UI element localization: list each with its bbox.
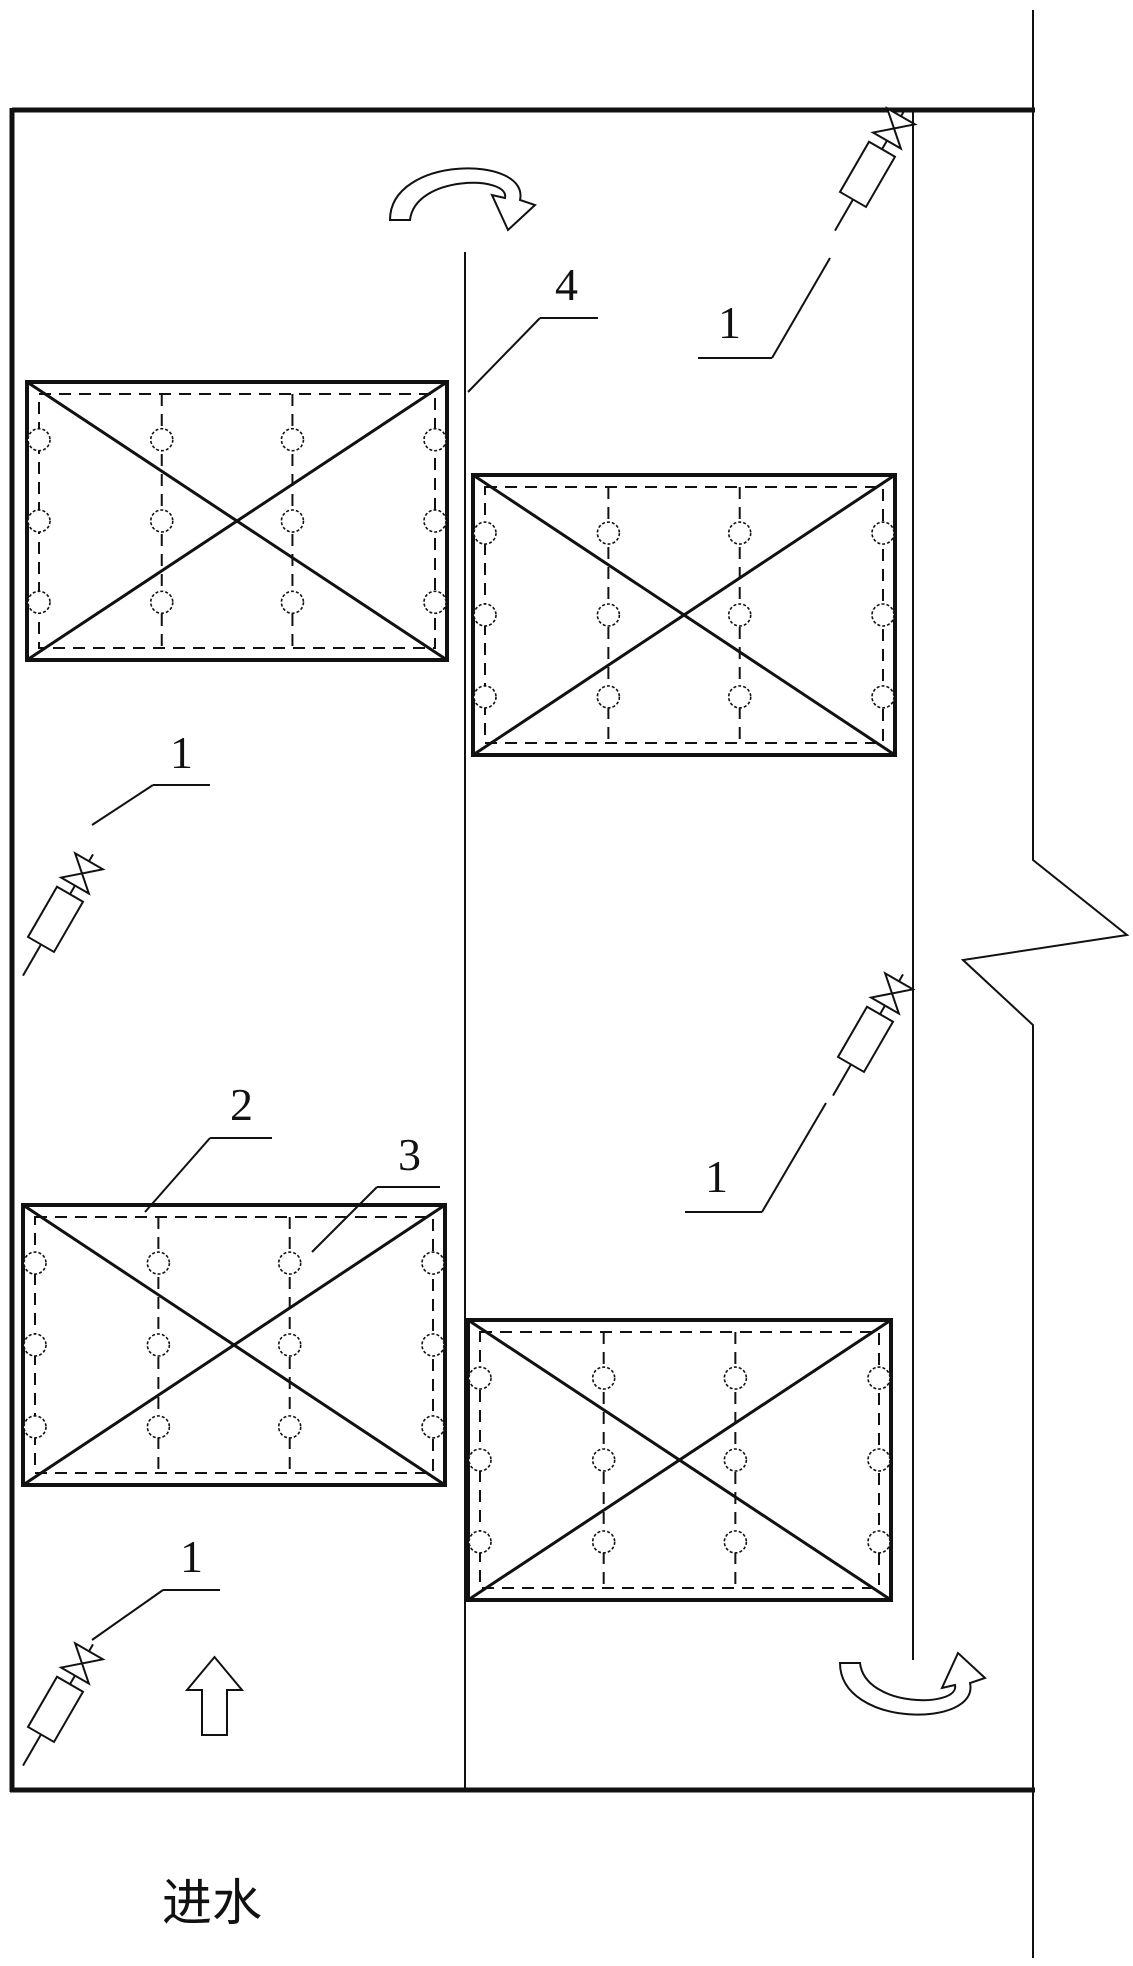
nozzle-node xyxy=(591,1448,616,1472)
nozzle-node xyxy=(468,1448,492,1472)
aerator-tr xyxy=(834,106,918,232)
frames-group xyxy=(21,380,897,1602)
nozzle-node xyxy=(146,1415,171,1439)
label-frame: 2 xyxy=(230,1079,253,1130)
nozzle-node xyxy=(723,1530,748,1554)
nozzle-node xyxy=(871,603,895,627)
nozzle-node xyxy=(27,590,51,615)
nozzle-node xyxy=(277,1333,302,1357)
nozzle-node xyxy=(149,509,174,533)
nozzle-node xyxy=(280,509,305,533)
nozzle-node xyxy=(591,1366,616,1390)
nozzle-node xyxy=(723,1448,748,1472)
frame-bottom-left xyxy=(21,1203,447,1487)
nozzle-node xyxy=(727,685,752,709)
label-aerator-bl: 1 xyxy=(180,1531,203,1582)
frame-bottom-right xyxy=(466,1318,893,1602)
curved-flow-arrow-icon xyxy=(388,167,537,232)
nozzle-node xyxy=(591,1530,616,1554)
nozzle-node xyxy=(423,590,447,615)
nozzle-node xyxy=(423,427,447,452)
break-line xyxy=(960,10,1130,1958)
nozzle-node xyxy=(871,685,895,709)
nozzle-node xyxy=(149,427,174,452)
nozzle-node xyxy=(23,1415,47,1439)
nozzle-node xyxy=(421,1251,445,1275)
nozzle-node xyxy=(468,1530,492,1554)
nozzle-node xyxy=(468,1366,492,1390)
nozzle-node xyxy=(727,521,752,545)
nozzle-node xyxy=(727,603,752,627)
nozzle-node xyxy=(723,1366,748,1390)
nozzle-node xyxy=(867,1448,891,1472)
aerator-pump-icon xyxy=(832,971,916,1097)
basin-outline xyxy=(9,107,1035,1793)
nozzle-node xyxy=(146,1251,171,1275)
nozzle-node xyxy=(596,685,621,709)
nozzle-node xyxy=(473,521,497,545)
nozzle-node xyxy=(871,521,895,545)
nozzle-node xyxy=(421,1333,445,1357)
aerator-pump-icon xyxy=(834,106,918,232)
nozzle-node xyxy=(277,1251,302,1275)
aerator-ml xyxy=(22,851,106,977)
label-aerator-tr: 1 xyxy=(718,297,741,348)
nozzle-node xyxy=(421,1415,445,1439)
nozzle-node xyxy=(473,603,497,627)
inlet-arrow-icon xyxy=(184,1655,245,1736)
aerator-mr xyxy=(832,971,916,1097)
frame-top-left xyxy=(25,380,449,662)
nozzle-node xyxy=(27,509,51,533)
aerator-bl xyxy=(22,1641,106,1767)
aerator-pump-icon xyxy=(22,851,106,977)
label-nozzle: 3 xyxy=(398,1129,421,1180)
nozzle-node xyxy=(280,590,305,615)
nozzle-node xyxy=(596,521,621,545)
nozzle-node xyxy=(23,1251,47,1275)
nozzle-node xyxy=(596,603,621,627)
nozzle-node xyxy=(149,590,174,615)
label-baffle: 4 xyxy=(555,259,578,310)
nozzle-node xyxy=(277,1415,302,1439)
nozzle-node xyxy=(146,1333,171,1357)
leader-lines xyxy=(91,257,831,1641)
nozzle-node xyxy=(473,685,497,709)
nozzle-node xyxy=(23,1333,47,1357)
nozzle-node xyxy=(280,427,305,452)
nozzle-node xyxy=(27,427,51,452)
inlet-label: 进水 xyxy=(162,1874,262,1932)
nozzle-node xyxy=(867,1366,891,1390)
frame-top-right xyxy=(471,473,897,757)
nozzle-node xyxy=(423,509,447,533)
label-aerator-mr: 1 xyxy=(705,1151,728,1202)
nozzle-node xyxy=(867,1530,891,1554)
label-aerator-ml: 1 xyxy=(170,727,193,778)
aerator-pump-icon xyxy=(22,1641,106,1767)
curved-flow-arrow-icon xyxy=(838,1651,987,1716)
